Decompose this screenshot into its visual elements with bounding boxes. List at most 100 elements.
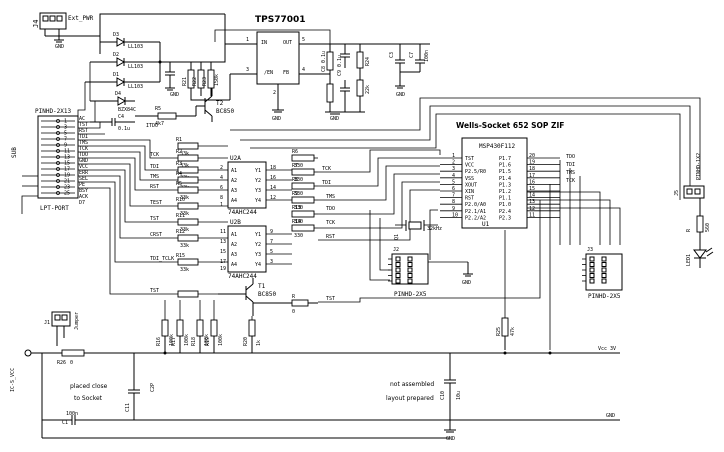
note-layout: layout prepared <box>386 395 434 402</box>
header-pin <box>407 273 413 278</box>
header-pin <box>407 256 413 262</box>
rail-r-val: 0 <box>70 360 73 366</box>
pulldown-resistor <box>161 319 169 337</box>
u2b-ref: U2B <box>230 219 241 226</box>
lpt-pin <box>56 185 60 189</box>
pulldown-ref: R20 <box>243 337 249 346</box>
pulldown-val: 1k <box>256 340 262 346</box>
series-resistor <box>177 186 199 194</box>
j4-connector: J4 Ext_PWR GND <box>32 12 94 50</box>
pulldown-ref: R16 <box>156 337 162 346</box>
zener-d4: D4 BZX84C C4 0.1u <box>90 91 136 132</box>
c3-gnd: GND <box>396 92 405 98</box>
j4-gnd: GND <box>55 44 64 50</box>
socket-right-pin: P1.4 <box>499 176 511 182</box>
in-net-tdi-tclk: TDI_TCLK <box>150 256 174 262</box>
u2b-num-in: 11 <box>220 229 226 235</box>
header-pin <box>395 262 401 267</box>
u2b-num-out: 3 <box>270 259 273 265</box>
lpt-pin <box>56 131 60 135</box>
socket-right-pin: P1.2 <box>499 189 511 195</box>
c9-label: C9 0.1u <box>337 55 343 76</box>
header-pin <box>589 267 595 273</box>
header-pin <box>601 262 607 267</box>
lpt-pin-number: 5 <box>64 131 67 137</box>
header-pin <box>589 273 595 278</box>
socket-left-pin: TST <box>465 156 474 162</box>
pulldown-val: 100k <box>204 334 210 346</box>
transistor-t1: T1 BC850 R 0 <box>218 278 318 316</box>
lpt-signal-label: TMS <box>79 140 88 146</box>
lpt-pin-number: 15 <box>64 161 70 167</box>
lpt-signal-label: D7 <box>79 200 85 206</box>
socket-left-pin: P2.5/R0 <box>465 169 486 175</box>
u2b-num-in: 17 <box>220 259 226 265</box>
in-net-tst: TST <box>150 216 159 222</box>
socket-right-pin: P1.1 <box>499 196 511 202</box>
socket-right-pin: P1.7 <box>499 156 511 162</box>
header-pin <box>407 262 413 267</box>
lpt-signal-wires <box>21 62 178 295</box>
c7-val: 100n <box>424 50 430 62</box>
crystal-q1: Q1 32kHz <box>394 220 442 240</box>
rail-in-label: IC-S_VCC <box>10 368 16 392</box>
u2a-part: 74AHC244 <box>228 209 257 216</box>
header-j2: J2 PINHD-2X5 GND <box>388 247 473 298</box>
lpt-signal-label: VCC <box>79 164 88 170</box>
zener-val: BZX84C <box>118 107 136 113</box>
header-pin <box>601 256 607 262</box>
lpt-pin-number: 13 <box>64 155 70 161</box>
note-c10-val: 10u <box>456 391 462 400</box>
u2b-pin-in: A1 <box>231 232 237 238</box>
socket-right-num: 16 <box>529 179 535 185</box>
socket-left-pin: VSS <box>465 176 474 182</box>
j1-ref: J1 <box>44 320 50 326</box>
j1-label: Jumper <box>74 312 80 330</box>
lpt-caption: LPT-PORT <box>40 205 69 212</box>
note-c1: C1 <box>62 420 68 426</box>
regulator-resistors: R21 R22 R23 150k <box>182 61 230 101</box>
lpt-pin-number: 19 <box>64 173 70 179</box>
socket-right-pin: P2.3 <box>499 215 511 221</box>
in-net-test: TEST <box>150 200 162 206</box>
socket-msp430: Wells-Socket 652 SOP ZIF MSP430F112 U1 T… <box>440 121 575 229</box>
series-resistor <box>177 258 199 266</box>
r21-ref: R21 <box>182 77 188 86</box>
d1-ref: D1 <box>113 72 119 78</box>
resistor-val: 33k <box>180 211 189 217</box>
socket-right-num: 17 <box>529 173 535 179</box>
resistor-val: 330 <box>294 163 303 169</box>
reg-pin-4: 4 <box>302 67 305 73</box>
output-resistor <box>291 224 315 232</box>
resistor-ref: R12 <box>176 229 185 235</box>
d3-ref: D3 <box>113 32 119 38</box>
t2-net: ITDO <box>146 123 158 129</box>
caps-c3-c7: GND C3 C7 100n <box>380 43 430 98</box>
power-rails: IC-S_VCC R26 0 Vcc 3V GND GND <box>10 346 620 442</box>
resistor-ref: R14 <box>292 219 301 225</box>
out-net-1: TDI <box>322 180 331 186</box>
lpt-pin <box>56 167 60 171</box>
resistor-val: 33k <box>180 243 189 249</box>
u2b-pin-out: Y4 <box>255 262 261 268</box>
lpt-signal-label: PE <box>79 182 85 188</box>
output-resistor <box>291 182 315 190</box>
input-net-labels: TCK TDI TMS RST TEST TST CRST TDI_TCLK T… <box>150 152 174 294</box>
c8-label: C8 0.1u <box>321 51 327 72</box>
resistor-val: 33k <box>180 227 189 233</box>
socket-left-num: 10 <box>452 212 458 218</box>
pulldown-resistor <box>248 319 256 337</box>
u2a-pin-out: Y4 <box>255 198 261 204</box>
u2a-pin-in: A2 <box>231 178 237 184</box>
in-net-tck: TCK <box>150 152 159 158</box>
j4-ref: J4 <box>32 20 40 28</box>
socket-title: Wells-Socket 652 SOP ZIF <box>456 121 564 130</box>
u2a-num-in: 4 <box>220 175 223 181</box>
header-pin <box>407 278 413 284</box>
u2a-pin-out: Y3 <box>255 188 261 194</box>
t2-ref: T2 <box>216 100 224 107</box>
t1-ref: T1 <box>258 283 266 290</box>
